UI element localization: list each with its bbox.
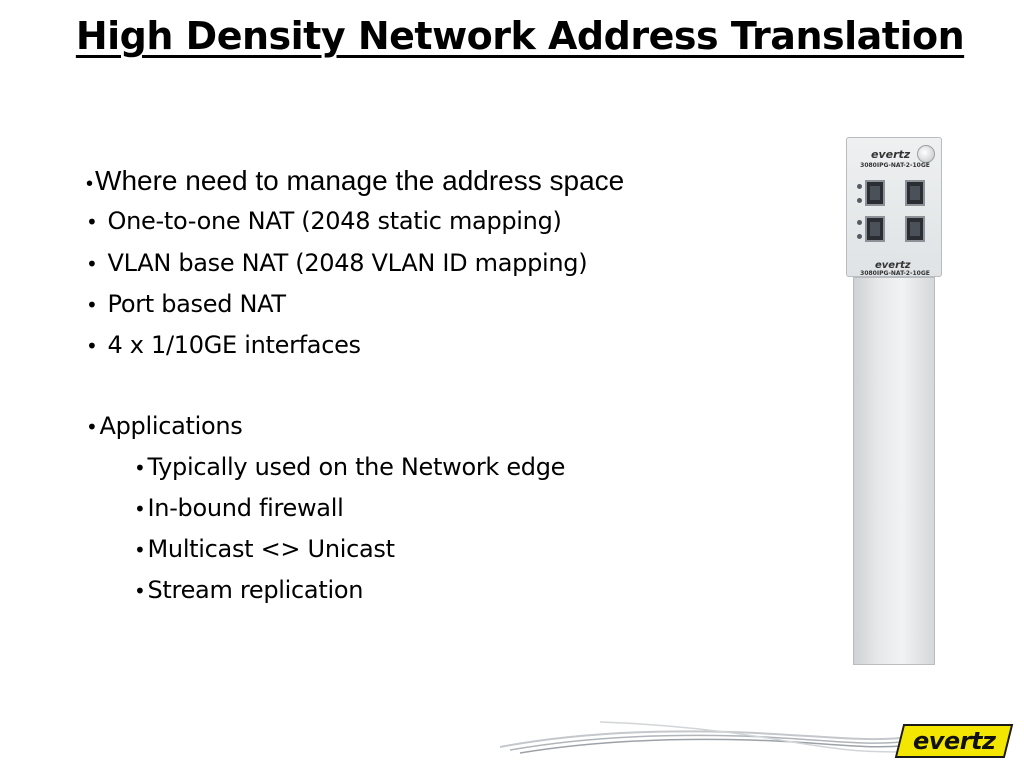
evertz-logo: evertz (894, 724, 1014, 758)
sub-bullet-item: •Stream replication (134, 575, 363, 606)
sfp-port-icon (865, 180, 885, 206)
bullet-dot: • (134, 579, 146, 603)
bullet-dot: • (134, 497, 146, 521)
card-latch-icon (917, 145, 935, 163)
bullet-dot: • (134, 538, 146, 562)
bullet-dot: • (86, 334, 98, 358)
bullet-dot: • (86, 210, 98, 234)
sub-bullet-item: •Typically used on the Network edge (134, 452, 565, 483)
bullet-text: Stream replication (147, 576, 364, 604)
bullet-dot: • (86, 252, 98, 276)
bullet-item: • One-to-one NAT (2048 static mapping) (86, 206, 562, 237)
card-logo-lower: evertz (875, 260, 911, 271)
bullet-dot: • (134, 456, 146, 480)
status-led-icon (857, 198, 862, 203)
status-led-icon (857, 184, 862, 189)
bullet-text: Applications (99, 412, 243, 440)
bullet-text: In-bound firewall (147, 494, 344, 522)
nat-card-image: evertz 3080IPG-NAT-2-10GE evertz 3080IPG… (846, 137, 942, 665)
swoosh-decoration (500, 721, 900, 754)
status-led-icon (857, 220, 862, 225)
bullet-item: • 4 x 1/10GE interfaces (86, 330, 361, 361)
brand-logo-text: evertz (912, 727, 996, 755)
bullet-dot: • (86, 293, 98, 317)
bullet-text: One-to-one NAT (2048 static mapping) (107, 207, 562, 235)
sfp-port-icon (865, 216, 885, 242)
card-model-label: 3080IPG-NAT-2-10GE (860, 162, 930, 169)
card-logo: evertz (871, 148, 911, 161)
bullet-dot: • (86, 173, 94, 195)
slide-title: High Density Network Address Translation (75, 14, 965, 58)
bullet-text: Typically used on the Network edge (147, 453, 566, 481)
bullet-text: VLAN base NAT (2048 VLAN ID mapping) (107, 249, 588, 277)
bullet-text: Multicast <> Unicast (147, 535, 396, 563)
bullet-text: Port based NAT (107, 290, 287, 318)
card-faceplate: evertz 3080IPG-NAT-2-10GE evertz 3080IPG… (846, 137, 942, 277)
bullet-text: Where need to manage the address space (95, 165, 625, 196)
card-model-label-lower: 3080IPG-NAT-2-10GE (860, 270, 930, 277)
bullet-dot: • (86, 415, 98, 439)
card-body (853, 277, 935, 665)
status-led-icon (857, 234, 862, 239)
sfp-port-icon (905, 180, 925, 206)
sub-bullet-item: •Multicast <> Unicast (134, 534, 395, 565)
applications-heading: •Applications (86, 411, 243, 442)
bullet-item: • Port based NAT (86, 289, 286, 320)
sfp-port-icon (905, 216, 925, 242)
sub-bullet-item: •In-bound firewall (134, 493, 344, 524)
bullet-item: •Where need to manage the address space (86, 166, 624, 199)
bullet-item: • VLAN base NAT (2048 VLAN ID mapping) (86, 248, 588, 279)
bullet-text: 4 x 1/10GE interfaces (107, 331, 362, 359)
